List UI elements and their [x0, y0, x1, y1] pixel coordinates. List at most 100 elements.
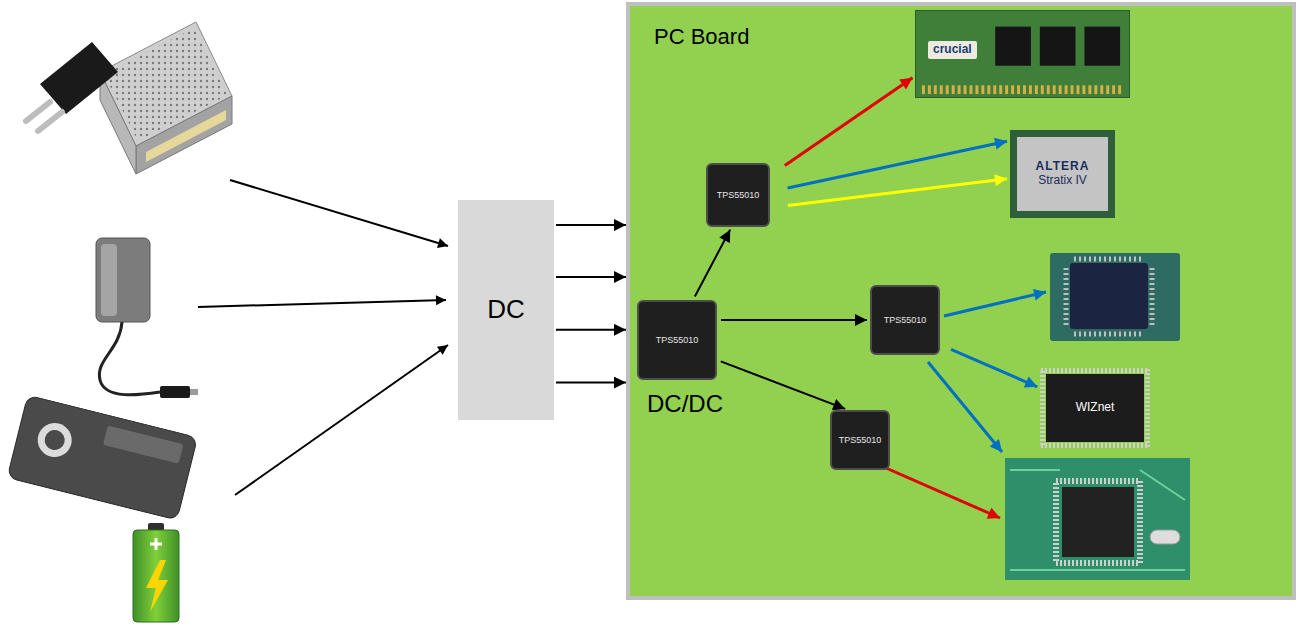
power-arrow — [556, 382, 626, 384]
chip-marking: ALTERA — [1036, 160, 1090, 174]
terminal-strip — [146, 110, 226, 162]
gold-contact — [1100, 85, 1103, 94]
gold-contact — [1118, 85, 1121, 94]
power-arrow — [721, 319, 867, 321]
memory-module: crucial — [915, 10, 1130, 98]
battery-terminal — [148, 523, 164, 531]
gold-contact — [1017, 85, 1020, 94]
battery-logo-inner — [43, 428, 67, 452]
gold-contact — [928, 85, 931, 94]
power-arrow — [785, 78, 913, 166]
power-arrow — [556, 224, 626, 226]
microcontroller-board — [1005, 458, 1190, 580]
chip-marking: TPS55010 — [656, 335, 699, 345]
pc-board: PC BoardTPS55010DC/DCTPS55010TPS55010TPS… — [626, 2, 1296, 600]
adapter-cord — [99, 322, 160, 395]
gold-contact — [1047, 85, 1050, 94]
battery-label — [103, 425, 184, 463]
dcdc-chip: TPS55010DC/DC — [637, 300, 717, 380]
memory-chip — [995, 27, 1031, 66]
plus-symbol — [155, 538, 158, 550]
power-arrow — [788, 141, 1007, 188]
gold-contact — [1094, 85, 1097, 94]
supply-arrow — [886, 468, 1000, 518]
power-arrow — [556, 276, 626, 278]
gold-contact — [1076, 85, 1079, 94]
source-arrow — [235, 345, 448, 495]
gold-contact — [1041, 85, 1044, 94]
gold-contact — [1059, 85, 1062, 94]
mcu-body — [1062, 487, 1134, 557]
power-arrow — [556, 329, 626, 331]
adapter-plug — [160, 386, 190, 398]
gold-contact — [934, 85, 937, 94]
chip-pins — [1150, 268, 1155, 326]
bga-chip — [1050, 253, 1180, 341]
supply-front — [136, 96, 232, 174]
gold-contact — [1053, 85, 1056, 94]
gold-contact — [946, 85, 949, 94]
regulator-chip: TPS55010 — [870, 285, 940, 355]
gold-contact — [922, 85, 925, 94]
power-arrow — [951, 349, 1037, 387]
gold-contact — [999, 85, 1002, 94]
gold-contact — [940, 85, 943, 94]
gold-contact — [981, 85, 984, 94]
battery-logo — [34, 419, 75, 460]
brand-label: crucial — [928, 41, 977, 59]
supply-side — [100, 72, 136, 174]
adapter-highlight — [101, 244, 117, 316]
plug-pin — [26, 102, 50, 121]
chip-marking: TPS55010 — [717, 190, 760, 200]
battery-case — [7, 395, 197, 520]
adapter-body — [96, 238, 150, 322]
lightning-bolt — [146, 560, 168, 612]
gold-contact — [1029, 85, 1032, 94]
block-label: DC — [487, 295, 525, 325]
gold-contact — [952, 85, 955, 94]
chip-pins — [1074, 332, 1144, 337]
gold-contact — [1112, 85, 1115, 94]
supply-top — [100, 22, 232, 146]
source-arrow — [230, 180, 448, 246]
mcu-pins — [1056, 481, 1140, 563]
crystal — [1150, 530, 1180, 544]
dc-block: DC — [458, 200, 554, 420]
plus-symbol — [150, 543, 162, 546]
memory-chip — [1084, 27, 1120, 66]
gold-contact — [1035, 85, 1038, 94]
gold-contact — [1088, 85, 1091, 94]
gold-contact — [1005, 85, 1008, 94]
gold-contact — [1065, 85, 1068, 94]
gold-contact — [993, 85, 996, 94]
chip-body — [1070, 263, 1148, 329]
chip-marking: TPS55010 — [839, 435, 882, 445]
gold-contact — [1011, 85, 1014, 94]
supply-vents — [104, 28, 228, 141]
regulator-chip: TPS55010 — [706, 163, 770, 227]
cell-battery — [133, 523, 179, 622]
plug-pin — [38, 112, 62, 131]
adapter-plug-tip — [190, 389, 198, 395]
supply-arrow — [928, 362, 1002, 452]
power-arrow — [721, 361, 845, 409]
gold-contact — [987, 85, 990, 94]
gold-contact — [969, 85, 972, 94]
chip-body — [1046, 374, 1144, 442]
plug-body — [40, 42, 118, 114]
lithium-battery — [7, 395, 197, 520]
board-ground — [626, 2, 1296, 600]
power-arrow — [788, 179, 1007, 206]
power-supply — [26, 22, 232, 174]
regulator-chip: TPS55010 — [830, 410, 890, 470]
memory-chip — [1040, 27, 1076, 66]
chip-pins — [1041, 369, 1149, 447]
supply-arrow — [944, 292, 1046, 316]
chip-marking: WIZnet — [1076, 401, 1115, 415]
part-label: DC/DC — [647, 390, 723, 418]
board-title: PC Board — [654, 24, 749, 49]
ethernet-chip: WIZnet — [1040, 368, 1150, 448]
gold-contact — [1082, 85, 1085, 94]
chip-pins — [1074, 257, 1144, 262]
